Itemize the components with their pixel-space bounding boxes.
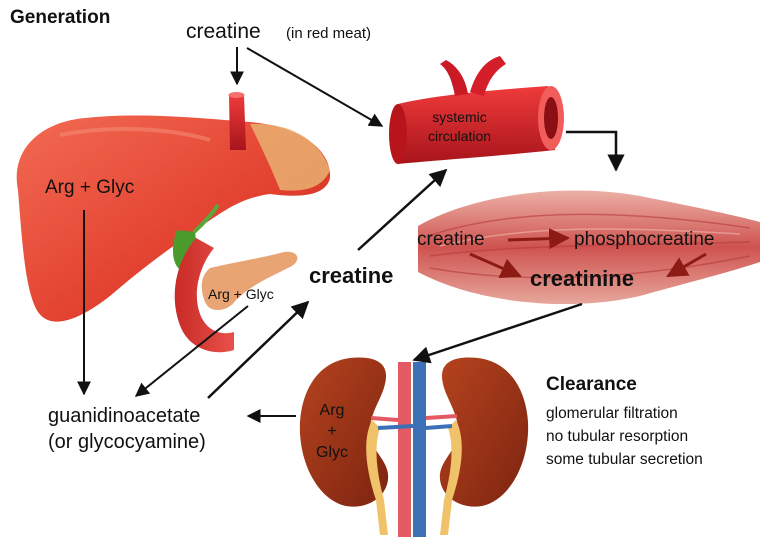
duodenum-illustration — [174, 238, 234, 353]
guanidinoacetate-line-1: guanidinoacetate — [48, 405, 201, 427]
kidney-line-3: Glyc — [316, 444, 348, 461]
arrow-creatinine-to-kidney — [412, 302, 583, 364]
clearance-heading: Clearance — [546, 374, 637, 395]
systemic-line-2: circulation — [428, 128, 492, 144]
kidney-precursor-label: Arg + Glyc — [316, 400, 348, 463]
diagram-title: Generation — [10, 7, 111, 28]
pancreas-illustration — [201, 251, 298, 311]
clearance-item: glomerular filtration — [546, 405, 678, 422]
clearance-item: some tubular secretion — [546, 451, 703, 468]
liver-precursor-label: Arg + Glyc — [45, 177, 135, 198]
arrow-guanidinoacetate-to-creatine — [207, 300, 310, 399]
guanidinoacetate-label: guanidinoacetate (or glycocyamine) — [48, 403, 206, 455]
arrow-pancreas-to-guanidinoacetate — [134, 305, 249, 397]
arrow-creatine-to-circulation-2 — [357, 168, 448, 251]
pancreas-precursor-label: Arg + Glyc — [208, 286, 274, 302]
arrow-phosphocreatine-to-creatinine — [666, 252, 707, 278]
kidneys-illustration — [299, 357, 529, 537]
liver-illustration — [16, 115, 331, 322]
arrow-creatine-to-creatinine — [469, 252, 522, 278]
arrow-circulation-to-muscle — [566, 130, 625, 172]
muscle-creatine-label: creatine — [417, 229, 485, 250]
creatinine-label: creatinine — [530, 266, 634, 291]
creatine-center-label: creatine — [309, 263, 394, 288]
kidney-line-1: Arg — [319, 402, 345, 419]
aorta-vessel — [229, 95, 246, 150]
clearance-item: no tubular resorption — [546, 428, 689, 445]
blood-vessel-illustration — [389, 56, 564, 164]
arrow-creatine-to-circulation — [246, 47, 384, 127]
systemic-circulation-label: systemic circulation — [428, 108, 491, 146]
systemic-line-1: systemic — [432, 109, 487, 125]
clearance-list: glomerular filtration no tubular resorpt… — [546, 402, 703, 471]
arrow-creatine-to-phosphocreatine — [507, 228, 571, 250]
phosphocreatine-label: phosphocreatine — [574, 229, 715, 250]
guanidinoacetate-line-2: (or glycocyamine) — [48, 431, 206, 453]
red-meat-note: (in red meat) — [286, 25, 372, 42]
kidney-line-2: + — [327, 423, 337, 440]
creatine-source-label: creatine — [186, 20, 261, 43]
